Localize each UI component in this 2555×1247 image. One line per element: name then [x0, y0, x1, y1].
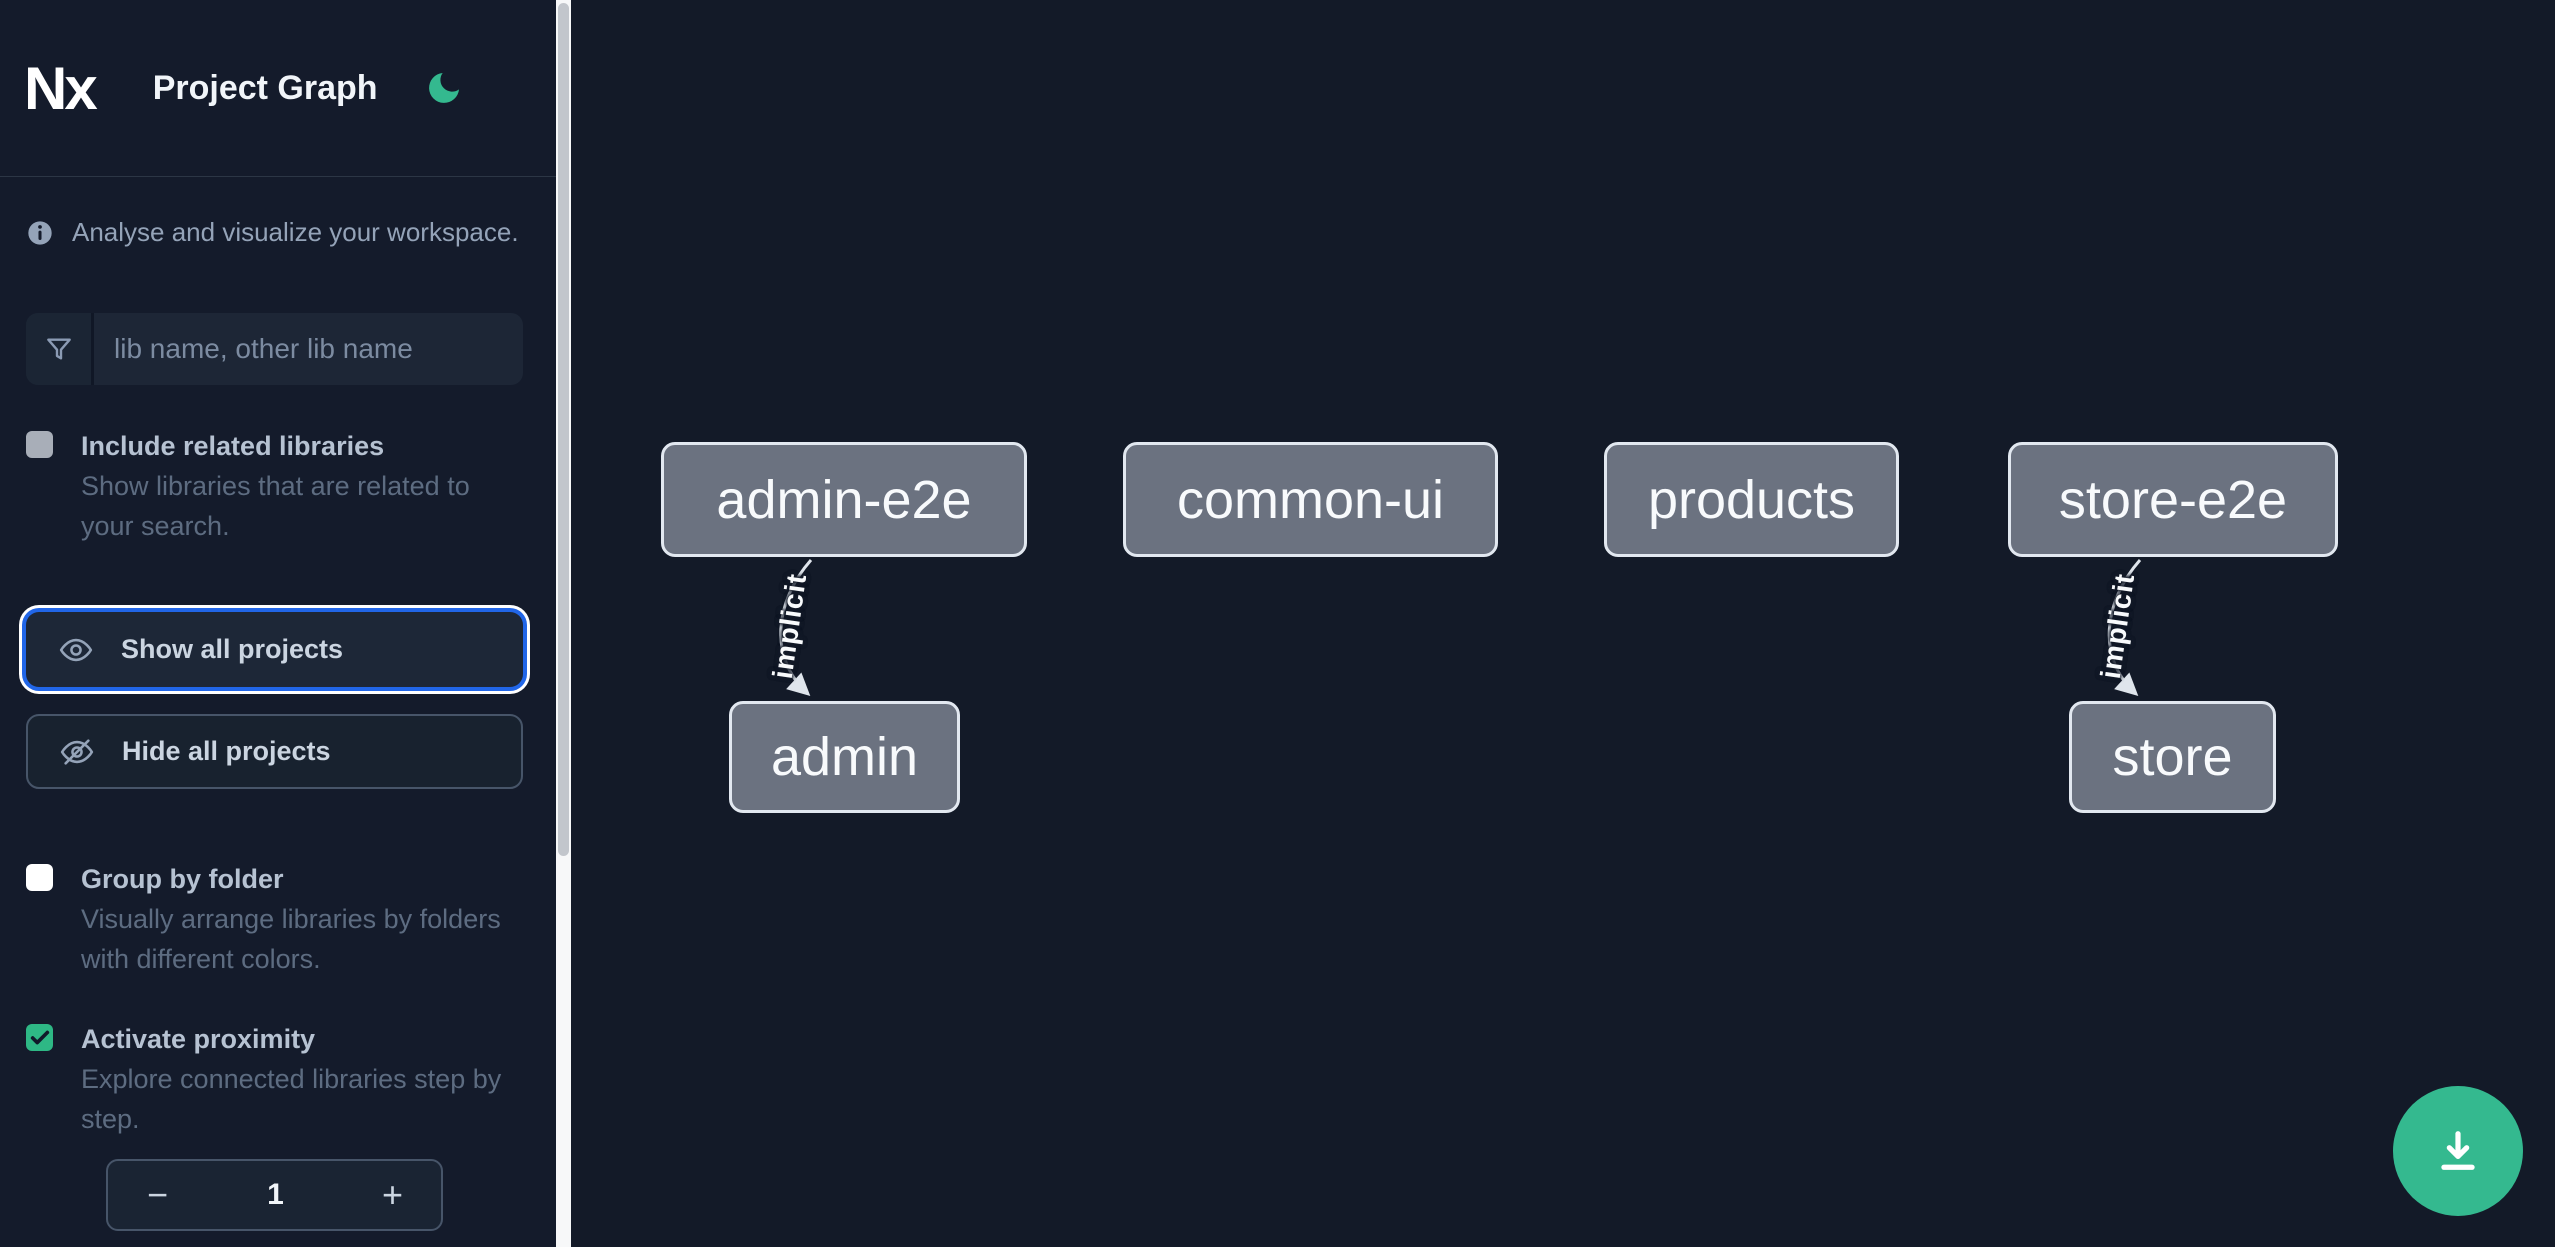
- proximity-depth-value: 1: [267, 1178, 284, 1211]
- page-title: Project Graph: [152, 68, 378, 107]
- eye-off-icon: [60, 735, 94, 769]
- group-by-folder-checkbox[interactable]: [26, 864, 53, 891]
- check-icon: [29, 1027, 51, 1049]
- graph-edges: [779, 559, 2142, 697]
- sidebar: Nx Project Graph Analyse and visualize y…: [0, 0, 556, 1247]
- intro-row: Analyse and visualize your workspace.: [26, 217, 524, 248]
- show-all-projects-label: Show all projects: [121, 634, 344, 664]
- option-include-related: Include related libraries Show libraries…: [26, 426, 524, 546]
- search-box: [26, 313, 523, 385]
- search-input[interactable]: [94, 313, 523, 385]
- activate-proximity-description: Explore connected libraries step by step…: [81, 1064, 502, 1134]
- group-by-folder-label: Group by folder: [81, 864, 284, 894]
- eye-icon: [59, 633, 93, 667]
- include-related-label: Include related libraries: [81, 431, 385, 461]
- graph-node-common-ui[interactable]: common-ui: [1123, 442, 1498, 557]
- save-image-button[interactable]: [2393, 1086, 2523, 1216]
- sidebar-scrollbar[interactable]: [556, 0, 571, 1247]
- graph-node-admin[interactable]: admin: [729, 701, 960, 813]
- moon-icon: [424, 68, 464, 108]
- graph-node-admin-e2e[interactable]: admin-e2e: [661, 442, 1027, 557]
- show-all-projects-button[interactable]: Show all projects: [26, 612, 523, 687]
- option-activate-proximity: Activate proximity Explore connected lib…: [26, 1019, 524, 1139]
- theme-toggle-button[interactable]: [424, 68, 464, 108]
- hide-all-projects-label: Hide all projects: [122, 736, 331, 766]
- proximity-depth-stepper: − 1 +: [106, 1159, 443, 1231]
- decrement-button[interactable]: −: [108, 1161, 207, 1229]
- filter-icon: [26, 313, 94, 385]
- activate-proximity-label: Activate proximity: [81, 1024, 316, 1054]
- group-by-folder-description: Visually arrange libraries by folders wi…: [81, 904, 501, 974]
- sidebar-header: Nx Project Graph: [0, 0, 556, 177]
- intro-text: Analyse and visualize your workspace.: [72, 217, 519, 247]
- download-icon: [2432, 1125, 2484, 1177]
- graph-edge-store-e2e-store[interactable]: [2107, 559, 2142, 697]
- include-related-checkbox[interactable]: [26, 431, 53, 458]
- graph-edge-admin-e2e-admin[interactable]: [779, 559, 813, 697]
- scrollbar-thumb[interactable]: [558, 3, 569, 856]
- nx-logo: Nx: [24, 54, 98, 122]
- info-icon: [26, 219, 54, 247]
- graph-node-products[interactable]: products: [1604, 442, 1899, 557]
- increment-button[interactable]: +: [344, 1161, 441, 1229]
- graph-canvas[interactable]: admin-e2e common-ui products store-e2e admin…: [571, 0, 2555, 1247]
- option-group-by-folder: Group by folder Visually arrange librari…: [26, 859, 524, 979]
- graph-node-store[interactable]: store: [2069, 701, 2276, 813]
- graph-node-store-e2e[interactable]: store-e2e: [2008, 442, 2338, 557]
- activate-proximity-checkbox[interactable]: [26, 1024, 53, 1051]
- include-related-description: Show libraries that are related to your …: [81, 471, 470, 541]
- hide-all-projects-button[interactable]: Hide all projects: [26, 714, 523, 789]
